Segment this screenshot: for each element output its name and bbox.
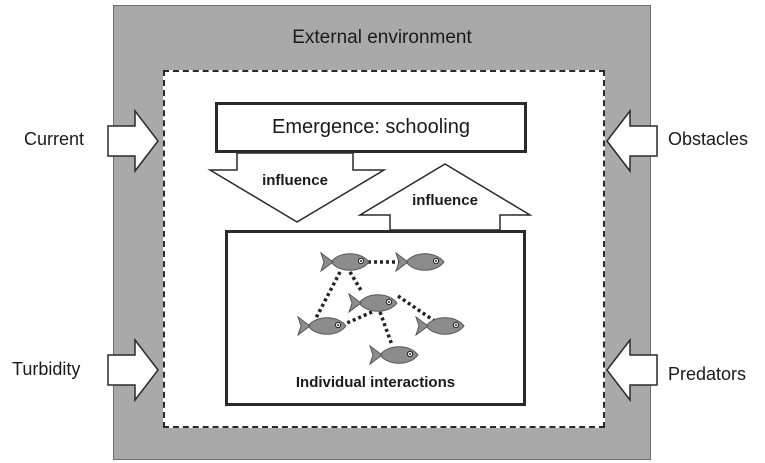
emergence-label: Emergence: schooling: [272, 116, 470, 138]
turbidity-arrow-icon: [107, 337, 159, 403]
emergence-box: Emergence: schooling: [215, 102, 527, 153]
fish-icon: [395, 252, 445, 272]
fish-icon: [297, 316, 347, 336]
factor-label-turbidity: Turbidity: [12, 359, 81, 379]
interaction-links: [314, 260, 437, 346]
external-environment-label: External environment: [292, 27, 472, 48]
fish-icon: [415, 316, 465, 336]
fish-icon: [320, 252, 370, 272]
current-arrow-icon: [107, 108, 159, 174]
obstacles-arrow-icon: [606, 108, 658, 174]
influence-up-label: influence: [412, 192, 478, 209]
interaction-link: [397, 294, 437, 324]
interaction-link: [314, 271, 342, 319]
fish-icon: [369, 345, 419, 365]
individual-interactions-label: Individual interactions: [295, 374, 456, 391]
predators-arrow-icon: [606, 337, 658, 403]
interaction-link: [348, 271, 364, 293]
factor-label-predators: Predators: [668, 364, 747, 384]
influence-down-label: influence: [262, 172, 328, 189]
factor-label-obstacles: Obstacles: [668, 129, 749, 149]
fish-icon: [348, 293, 398, 313]
influence-down-arrow-icon: [207, 152, 387, 223]
interaction-link: [378, 311, 394, 346]
factor-label-current: Current: [24, 129, 85, 149]
individual-interactions-box: [225, 230, 526, 406]
influence-up-arrow-icon: [357, 163, 533, 231]
